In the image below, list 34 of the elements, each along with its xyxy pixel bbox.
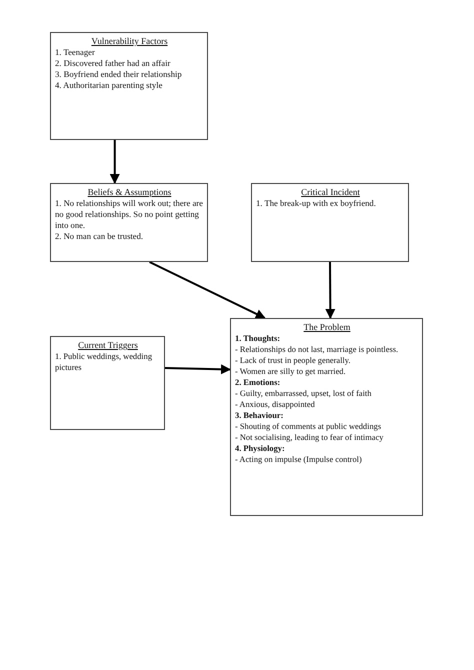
list-item: - Acting on impulse (Impulse control) — [235, 454, 363, 465]
list-item: 1. Teenager — [55, 47, 96, 58]
list-item: 1. No relationships will work out; there are no good relationships. So no point getting into one. — [55, 198, 204, 231]
list-item: 2. No man can be trusted. — [55, 231, 144, 242]
box-heading: The Problem — [302, 322, 352, 333]
arrow — [110, 140, 120, 184]
arrow — [149, 261, 266, 319]
text-box — [251, 183, 409, 262]
box-heading: Beliefs & Assumptions — [86, 187, 172, 198]
list-item: - Relationships do not last, marriage is pointless. — [235, 344, 400, 355]
list-item: 1. The break-up with ex boyfriend. — [256, 198, 377, 209]
list-item: - Shouting of comments at public weddings — [235, 421, 382, 432]
text-box — [50, 32, 208, 140]
list-item: 3. Boyfriend ended their relationship — [55, 69, 183, 80]
text-box — [230, 318, 423, 516]
list-item: - Guilty, embarrassed, upset, lost of faith — [235, 388, 372, 399]
box-heading: Current Triggers — [77, 340, 139, 351]
text-box — [50, 183, 208, 262]
box-heading: Critical Incident — [300, 187, 361, 198]
arrow — [325, 262, 336, 319]
list-item: - Anxious, disappointed — [235, 399, 316, 410]
list-item: 1. Public weddings, wedding pictures — [55, 351, 154, 373]
section-heading: 1. Thoughts: — [235, 333, 281, 344]
list-item: 2. Discovered father had an affair — [55, 58, 172, 69]
list-item: - Not socialising, leading to fear of intimacy — [235, 432, 384, 443]
arrow — [164, 364, 231, 374]
box-heading: Vulnerability Factors — [90, 36, 169, 47]
list-item: - Lack of trust in people generally. — [235, 355, 352, 366]
text-box — [50, 336, 165, 430]
list-item: 4. Authoritarian parenting style — [55, 80, 164, 91]
section-heading: 4. Physiology: — [235, 443, 286, 454]
section-heading: 2. Emotions: — [235, 377, 282, 388]
list-item: - Women are silly to get married. — [235, 366, 347, 377]
section-heading: 3. Behaviour: — [235, 410, 284, 421]
